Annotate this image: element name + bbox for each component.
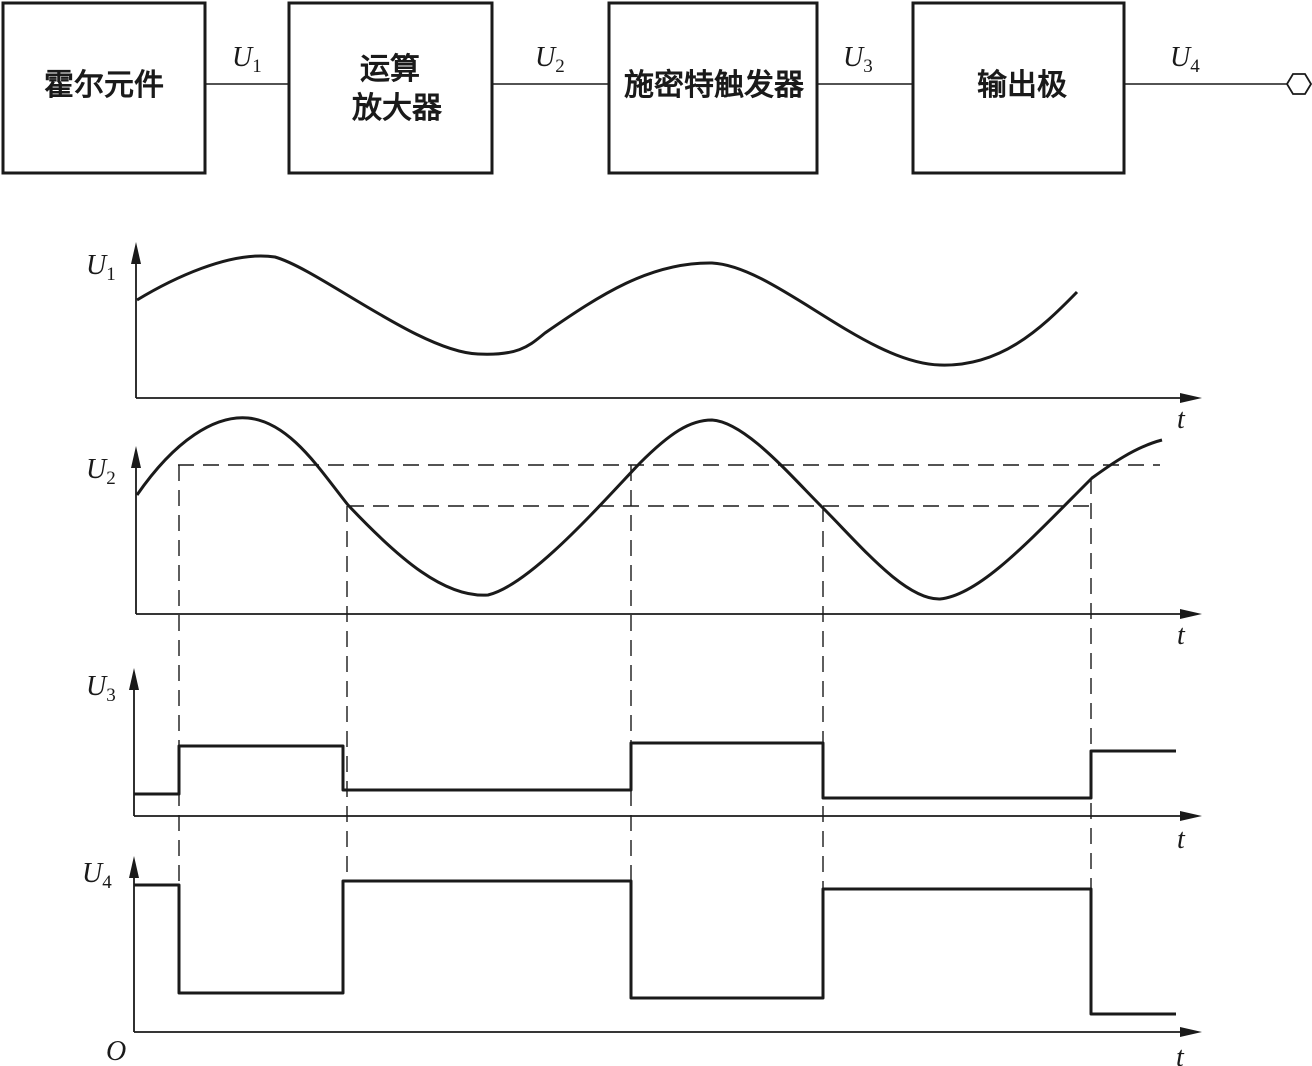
block-hall-element-label: 霍尔元件	[44, 68, 164, 103]
u3-plot: U3 t	[86, 668, 1202, 855]
block-op-amp	[287, 1, 494, 175]
block-schmitt-trigger-label: 施密特触发器	[624, 68, 805, 103]
u4-t-arrow	[1180, 1027, 1202, 1037]
block-schmitt-trigger	[607, 1, 819, 175]
u3-y-label: U3	[86, 671, 116, 706]
block-op-amp-label-1: 运算	[360, 52, 420, 87]
wire-u2-label: U2	[535, 42, 565, 77]
u2-plot: U2 t	[86, 416, 1202, 651]
origin-label: O	[106, 1036, 126, 1066]
block-output-stage	[911, 1, 1126, 175]
u4-plot: U4 O t	[82, 856, 1202, 1066]
u1-waveform	[136, 254, 1079, 367]
u3-y-arrow	[129, 668, 139, 690]
timing-guides	[178, 465, 1092, 889]
u3-t-label: t	[1177, 824, 1186, 855]
u2-t-arrow	[1180, 609, 1202, 619]
wire-u4-label: U4	[1170, 42, 1200, 77]
u3-waveform	[134, 741, 1176, 800]
wire-u1-label: U1	[232, 42, 262, 77]
u4-y-arrow	[129, 856, 139, 878]
u2-y-arrow	[131, 446, 141, 468]
u1-plot: U1 t	[86, 242, 1202, 435]
u2-waveform	[135, 416, 1163, 601]
block-output-stage-label: 输出极	[977, 68, 1067, 103]
u2-y-label: U2	[86, 454, 116, 489]
u2-t-label: t	[1177, 620, 1186, 651]
u4-waveform	[134, 879, 1176, 1016]
u1-t-label: t	[1177, 404, 1186, 435]
u4-y-label: U4	[82, 858, 112, 893]
wire-u3-label: U3	[843, 42, 873, 77]
u4-t-label: t	[1176, 1042, 1185, 1066]
block-op-amp-label-2: 放大器	[351, 91, 443, 126]
block-diagram: 霍尔元件 运算 放大器 施密特触发器 输出极 U1 U2 U3 U4	[1, 1, 1312, 175]
u1-y-arrow	[131, 242, 141, 264]
timing-plots: U1 t U2 t U3 t	[82, 242, 1202, 1066]
u3-t-arrow	[1180, 811, 1202, 821]
block-hall-element	[1, 1, 207, 175]
output-terminal-icon	[1285, 73, 1312, 95]
u1-t-arrow	[1180, 393, 1202, 403]
u1-y-label: U1	[86, 250, 116, 285]
